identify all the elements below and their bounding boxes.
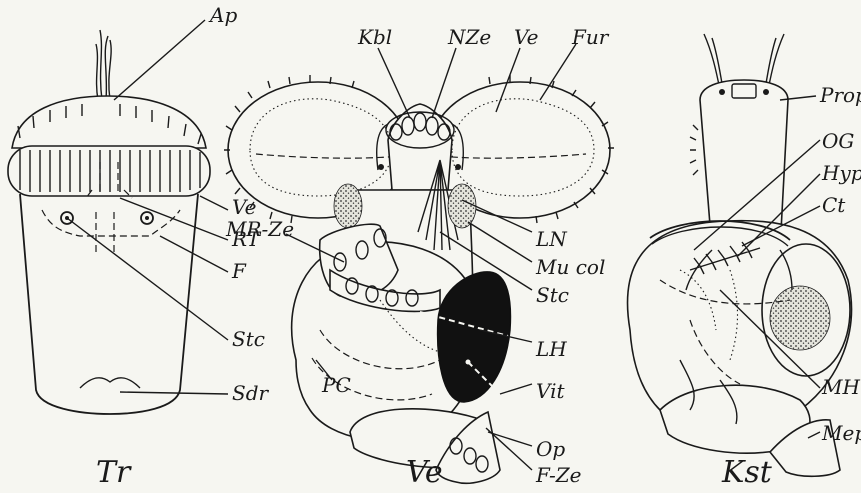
label-kbl: Kbl bbox=[357, 25, 392, 49]
label-ve-top: Ve bbox=[514, 25, 538, 49]
label-stc-tr: Stc bbox=[232, 327, 265, 351]
label-og: OG bbox=[822, 129, 854, 153]
label-mr-ze: MR-Ze bbox=[225, 217, 294, 241]
caption-ve: Ve bbox=[406, 455, 443, 490]
label-op: Op bbox=[536, 437, 565, 461]
caption-layer: Tr Ve Kst bbox=[96, 455, 773, 490]
label-stc-ve: Stc bbox=[536, 283, 569, 307]
label-mep: Mep bbox=[821, 421, 861, 445]
label-lh: LH bbox=[535, 337, 567, 361]
label-fur: Fur bbox=[571, 25, 610, 49]
label-ln: LN bbox=[535, 227, 568, 251]
label-f: F bbox=[231, 259, 247, 283]
label-nze: NZe bbox=[447, 25, 491, 49]
label-ct: Ct bbox=[822, 193, 846, 217]
label-prop: Prop bbox=[819, 83, 861, 107]
label-f-ze: F-Ze bbox=[535, 463, 581, 487]
label-pc: PC bbox=[321, 373, 351, 397]
label-ap: Ap bbox=[208, 3, 237, 27]
veliger-figure bbox=[224, 75, 614, 483]
label-vit: Vit bbox=[536, 379, 565, 403]
label-mh: MH bbox=[821, 375, 860, 399]
label-sdr: Sdr bbox=[232, 381, 270, 405]
caption-kst: Kst bbox=[721, 455, 773, 490]
label-ve-tr: Ve bbox=[232, 195, 256, 219]
caption-tr: Tr bbox=[96, 455, 132, 490]
label-mu-col: Mu col bbox=[535, 255, 605, 279]
label-hyp: Hyp bbox=[821, 161, 861, 185]
trochophore-figure bbox=[8, 30, 210, 414]
